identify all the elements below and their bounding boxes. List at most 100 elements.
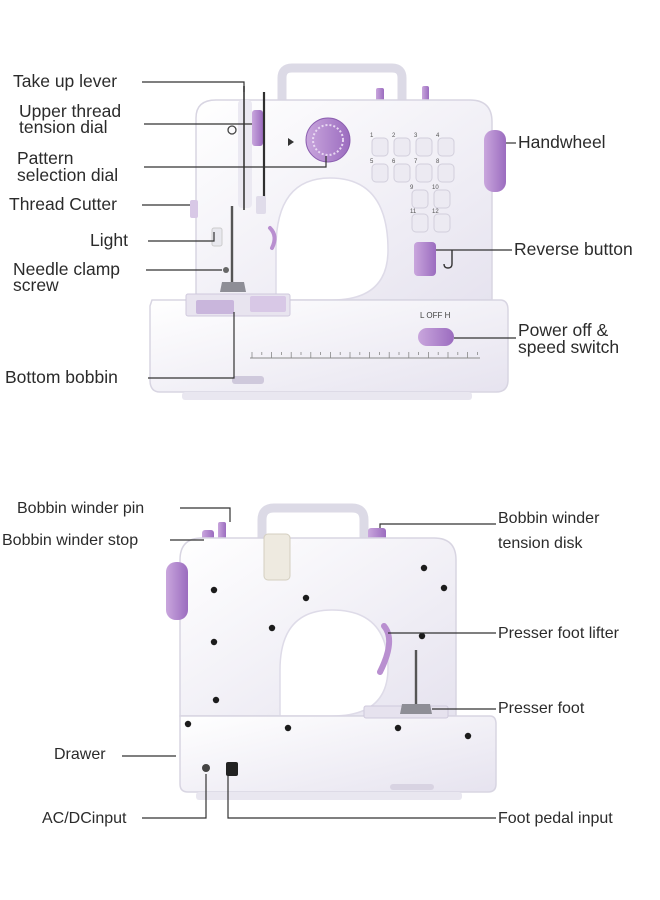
machine-base-back: [179, 715, 497, 793]
screw-dot: [268, 624, 276, 632]
label-presser-foot-lifter: Presser foot lifter: [498, 625, 619, 642]
base-foot-back: [196, 792, 462, 800]
stitch-number: 10: [432, 185, 439, 191]
presser-foot-back: [400, 704, 432, 714]
bottom-bobbin-slot: [232, 376, 264, 384]
stitch-number: 11: [410, 209, 417, 215]
screw-dot: [184, 720, 192, 728]
screw-dot: [302, 594, 310, 602]
dial-pointer: [288, 138, 294, 146]
screw-dot: [464, 732, 472, 740]
dial-grip: [312, 124, 344, 156]
stitch-button: [415, 137, 433, 157]
leader-pattern-dial: [144, 156, 327, 168]
thread-guide-hook: [227, 125, 237, 135]
stitch-number: 1: [370, 133, 374, 139]
leader-ac-dc-input: [142, 774, 207, 819]
stitch-button: [411, 189, 429, 209]
label-thread-cutter: Thread Cutter: [9, 194, 117, 214]
stitch-number: 5: [370, 159, 374, 165]
carry-handle: [277, 63, 407, 105]
stitch-button: [393, 137, 411, 157]
reverse-button: [414, 242, 436, 276]
stitch-button: [433, 213, 451, 233]
stitch-number: 12: [432, 209, 439, 215]
base-foot: [182, 392, 472, 400]
screw-dot: [210, 638, 218, 646]
handwheel-back: [166, 562, 188, 620]
label-bobbin-winder-pin: Bobbin winder pin: [17, 500, 145, 517]
throat-opening: [275, 177, 389, 301]
leader-bottom-bobbin: [148, 312, 235, 379]
presser-foot-lifter: [377, 623, 393, 675]
label-take-up-lever: Take up lever: [13, 71, 118, 91]
label-ac-dc-input: AC/DCinput: [42, 810, 127, 827]
screw-dot: [418, 632, 426, 640]
label-power-line2: speed switch: [518, 337, 620, 357]
screw-dots: [184, 564, 472, 740]
leader-light: [148, 232, 215, 242]
label-upper-thread-line1: Upper thread: [19, 101, 122, 121]
label-tension-disk-line1: Bobbin winder: [498, 510, 600, 527]
take-up-lever-housing: [238, 100, 252, 208]
label-reverse-button: Reverse button: [514, 239, 633, 259]
stitch-button: [437, 137, 455, 157]
needle-clamp-screw: [223, 267, 229, 273]
stitch-number: 7: [414, 159, 418, 165]
ruler-ticks: [251, 352, 478, 358]
power-speed-switch: [418, 328, 454, 346]
foot-pedal-jack: [226, 762, 238, 776]
label-handwheel: Handwheel: [518, 132, 606, 152]
presser-lever-front: [268, 226, 277, 250]
label-bottom-bobbin: Bottom bobbin: [5, 367, 118, 387]
machine-base: [149, 299, 509, 393]
screw-dot: [284, 724, 292, 732]
stitch-number: 9: [410, 185, 414, 191]
screw-dot: [212, 696, 220, 704]
stitch-button: [371, 137, 389, 157]
screw-dot: [210, 586, 218, 594]
screw-dot: [440, 584, 448, 592]
label-tension-disk-line2: tension disk: [498, 535, 583, 552]
stitch-button: [415, 163, 433, 183]
switch-markings: L OFF H: [420, 311, 451, 320]
handwheel: [484, 130, 506, 192]
bobbin-cover: [250, 296, 286, 312]
ac-dc-jack: [202, 764, 210, 772]
label-pattern-line2: selection dial: [17, 165, 119, 185]
leader-lines: [122, 81, 516, 819]
label-needle-clamp-line2: screw: [13, 275, 59, 295]
stitch-number: 4: [436, 133, 440, 139]
back-view-machine: [166, 503, 497, 800]
drawer-handle: [390, 784, 434, 790]
stitch-button: [437, 163, 455, 183]
stitch-button: [433, 189, 451, 209]
bobbin-cover: [196, 300, 234, 314]
leader-bobbin-winder-pin: [180, 507, 231, 522]
label-needle-clamp-line1: Needle clamp: [13, 259, 120, 279]
thread-cutter: [190, 200, 198, 218]
label-presser-foot: Presser foot: [498, 700, 585, 717]
label-drawer: Drawer: [54, 746, 106, 763]
leader-take-up-lever: [142, 81, 245, 92]
label-upper-thread-line2: tension dial: [19, 117, 108, 137]
label-light: Light: [90, 230, 128, 250]
label-foot-pedal-input: Foot pedal input: [498, 810, 613, 827]
leader-foot-pedal-input: [227, 776, 496, 819]
label-bobbin-winder-stop: Bobbin winder stop: [2, 532, 139, 549]
stitch-button: [371, 163, 389, 183]
label-pattern-line1: Pattern: [17, 148, 74, 168]
reverse-icon: [443, 250, 453, 269]
stitch-number: 6: [392, 159, 396, 165]
throat-opening-back: [279, 609, 389, 717]
label-power-line1: Power off &: [518, 320, 609, 340]
stitch-button: [393, 163, 411, 183]
thread-guide-block: [256, 196, 266, 214]
screw-dot: [394, 724, 402, 732]
stitch-number: 8: [436, 159, 440, 165]
presser-foot-front: [220, 282, 246, 292]
